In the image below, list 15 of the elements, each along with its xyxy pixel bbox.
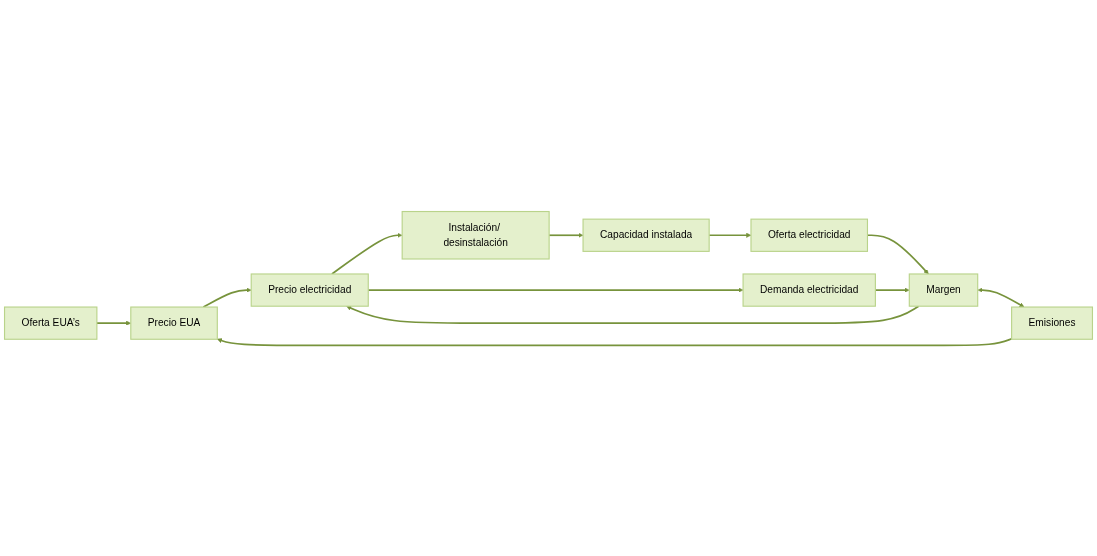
node-box: Oferta electricidad bbox=[750, 218, 869, 252]
node-box: Oferta EUA’s bbox=[3, 306, 98, 340]
node-box: Instalación/ desinstalación bbox=[401, 210, 550, 260]
arrow bbox=[202, 287, 252, 308]
node-box: Demanda electricidad bbox=[742, 272, 876, 307]
arrow bbox=[217, 337, 1013, 346]
node-box: Precio electricidad bbox=[250, 272, 369, 307]
node-box: Emisiones bbox=[1011, 306, 1094, 340]
node-box: Capacidad instalada bbox=[582, 218, 710, 252]
node-box: Precio EUA bbox=[130, 306, 218, 340]
arrow bbox=[346, 304, 920, 324]
arrow bbox=[977, 287, 1025, 307]
arrow bbox=[331, 232, 403, 275]
arrow bbox=[96, 320, 131, 326]
node-box: Margen bbox=[908, 272, 979, 307]
